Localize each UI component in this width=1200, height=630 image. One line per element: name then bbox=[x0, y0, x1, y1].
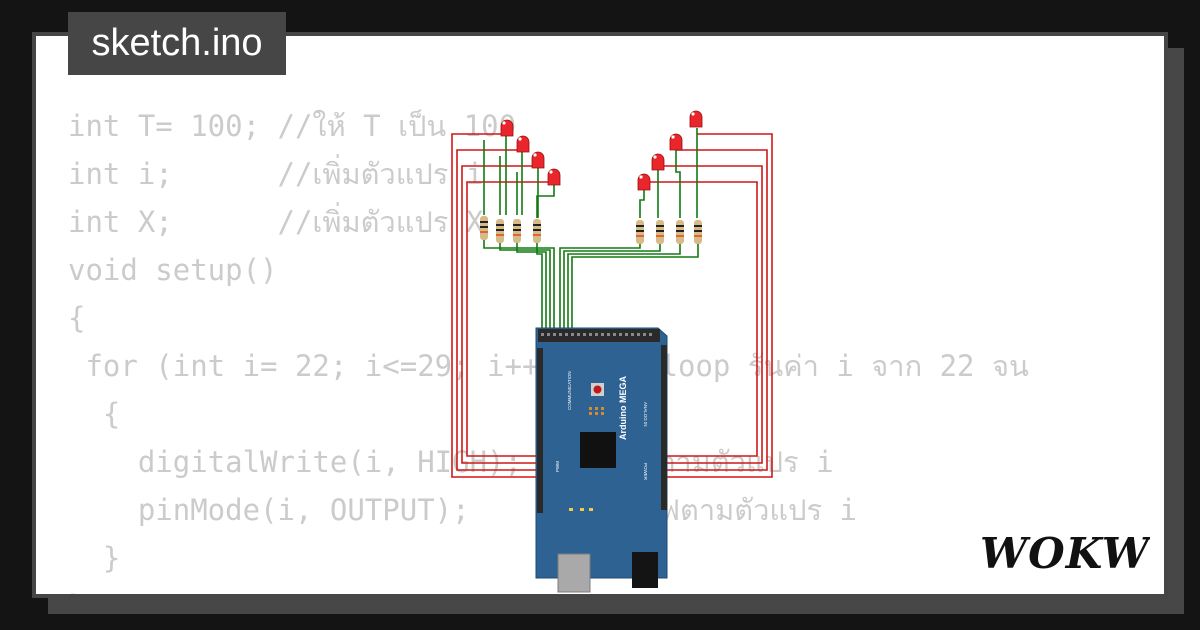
green-wires bbox=[483, 128, 699, 335]
led bbox=[637, 173, 651, 191]
led bbox=[500, 119, 514, 137]
led bbox=[669, 133, 683, 151]
wokwi-logo: WOKWi bbox=[980, 529, 1150, 578]
resistor bbox=[676, 220, 684, 244]
led bbox=[689, 110, 703, 128]
resistor bbox=[513, 219, 521, 243]
resistor bbox=[656, 220, 664, 244]
board-model-label: Arduino MEGA bbox=[618, 376, 628, 440]
led bbox=[651, 153, 665, 171]
code-line: int X; //เพิ่มตัวแปร X bbox=[68, 205, 484, 239]
code-line: void setup() bbox=[68, 253, 278, 287]
file-tab[interactable]: sketch.ino bbox=[68, 12, 286, 75]
arduino-mega-board: Arduino MEGA COMMUNICATION ANALOG IN PWM… bbox=[535, 327, 668, 593]
wokwi-logo-text: WOKWi bbox=[980, 529, 1150, 578]
code-line: } bbox=[68, 541, 121, 575]
led bbox=[531, 151, 545, 169]
resistor bbox=[480, 216, 488, 240]
resistor bbox=[496, 219, 504, 243]
board-analog-label: ANALOG IN bbox=[643, 402, 648, 427]
circuit-diagram: Arduino MEGA COMMUNICATION ANALOG IN PWM… bbox=[451, 110, 773, 593]
resistor bbox=[694, 220, 702, 244]
code-line: { bbox=[68, 301, 86, 335]
code-line: int i; //เพิ่มตัวแปร i bbox=[68, 157, 484, 191]
code-line: } bbox=[68, 582, 1029, 594]
resistors bbox=[480, 216, 702, 244]
board-communication-label: COMMUNICATION bbox=[567, 371, 572, 410]
board-pwm-label: PWM bbox=[555, 461, 560, 472]
resistor bbox=[636, 220, 644, 244]
led bbox=[547, 168, 561, 186]
leds bbox=[500, 110, 703, 191]
code-line: digitalWrite(i, HIGH); //เปิดไฟตามตัวแปร… bbox=[68, 445, 834, 479]
led bbox=[516, 135, 530, 153]
board-power-label: POWER bbox=[643, 463, 648, 481]
resistor bbox=[533, 219, 541, 243]
code-line: { bbox=[68, 397, 121, 431]
code-preview-card: int T= 100; //ให้ T เป็น 100 int i; //เพิ… bbox=[32, 32, 1168, 598]
code-line: int T= 100; //ให้ T เป็น 100 bbox=[68, 109, 517, 143]
